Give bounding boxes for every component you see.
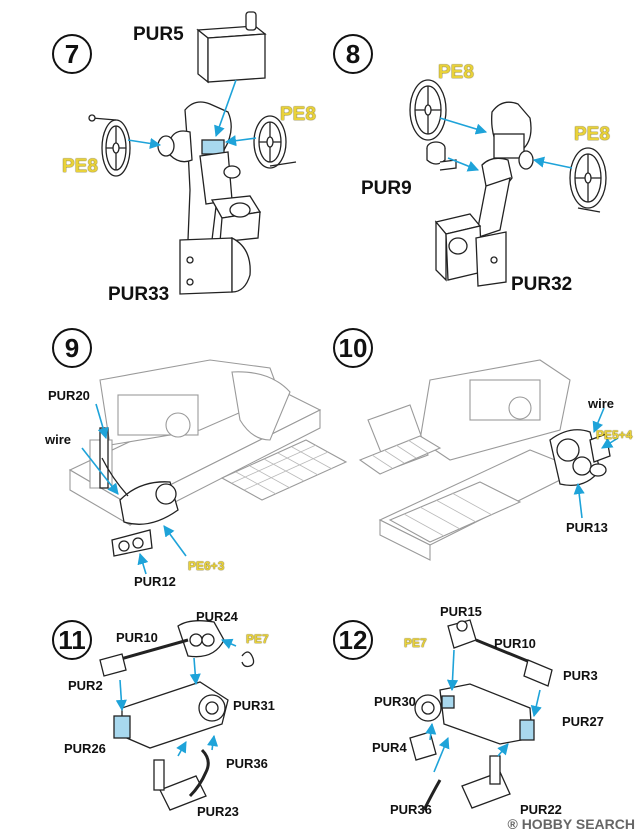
step8-arrows	[439, 117, 573, 172]
label-pur36: PUR36	[390, 802, 432, 817]
label-pe8-right: PE8	[280, 104, 316, 125]
label-pur26: PUR26	[64, 741, 106, 756]
label-pur3: PUR3	[563, 668, 598, 683]
label-pur4: PUR4	[372, 740, 407, 755]
pe8-right-wheel	[569, 147, 607, 213]
label-pur2: PUR2	[68, 678, 103, 693]
label-pur31: PUR31	[233, 698, 275, 713]
step9-arrows	[81, 403, 187, 575]
label-pur20: PUR20	[48, 388, 90, 403]
step-number-10: 10	[333, 328, 373, 368]
label-pur22: PUR22	[520, 802, 562, 817]
step11-assembly-drawing	[99, 620, 255, 811]
label-pur33: PUR33	[108, 284, 170, 305]
label-pur12: PUR12	[134, 574, 176, 589]
watermark-brand: HOBBY SEARCH	[521, 816, 635, 832]
step-number-7: 7	[52, 34, 92, 74]
label-pur36: PUR36	[226, 756, 268, 771]
watermark-reg: ®	[507, 816, 518, 832]
label-pur27: PUR27	[562, 714, 604, 729]
step10-new-parts	[549, 429, 611, 487]
step-number-12: 12	[333, 620, 373, 660]
label-wire: wire	[45, 432, 72, 447]
step-number-9: 9	[52, 328, 92, 368]
label-wire: wire	[588, 396, 615, 411]
label-pe7: PE7	[246, 632, 269, 646]
label-pur10: PUR10	[116, 630, 158, 645]
step-number-11: 11	[52, 620, 92, 660]
step-number-8: 8	[333, 34, 373, 74]
label-pe8-right: PE8	[574, 124, 610, 145]
label-pe8-left: PE8	[62, 156, 98, 177]
step10-arrows	[573, 407, 619, 519]
label-pe7: PE7	[404, 636, 427, 650]
label-pe6-3: PE6+3	[188, 559, 225, 573]
label-pur15: PUR15	[440, 604, 482, 619]
label-pe8-top: PE8	[438, 62, 474, 83]
step12-arrows	[425, 649, 542, 773]
label-pur23: PUR23	[197, 804, 239, 819]
hobbysearch-watermark: ® HOBBY SEARCH	[507, 816, 635, 832]
label-pur32: PUR32	[511, 274, 573, 295]
label-pur9: PUR9	[361, 178, 412, 199]
pur9-valve-part	[426, 141, 457, 171]
step9-assembly-drawing	[68, 359, 348, 526]
pe8-right-wheel	[253, 115, 297, 169]
pe8-top-wheel	[409, 79, 447, 141]
label-pur10: PUR10	[494, 636, 536, 651]
label-pur13: PUR13	[566, 520, 608, 535]
pur5-box-part	[196, 11, 267, 84]
label-pur5: PUR5	[133, 24, 184, 45]
step12-assembly-drawing	[409, 619, 553, 811]
label-pur24: PUR24	[196, 609, 238, 624]
pe8-left-wheel	[88, 114, 131, 177]
label-pur30: PUR30	[374, 694, 416, 709]
label-pe5-4: PE5+4	[596, 428, 633, 442]
step7-assembly-drawing	[88, 11, 297, 295]
step9-new-parts	[99, 427, 179, 557]
step7-arrows	[127, 79, 257, 149]
step11-arrows	[115, 638, 237, 757]
step10-assembly-drawing	[358, 359, 582, 561]
step8-assembly-drawing	[409, 79, 607, 287]
